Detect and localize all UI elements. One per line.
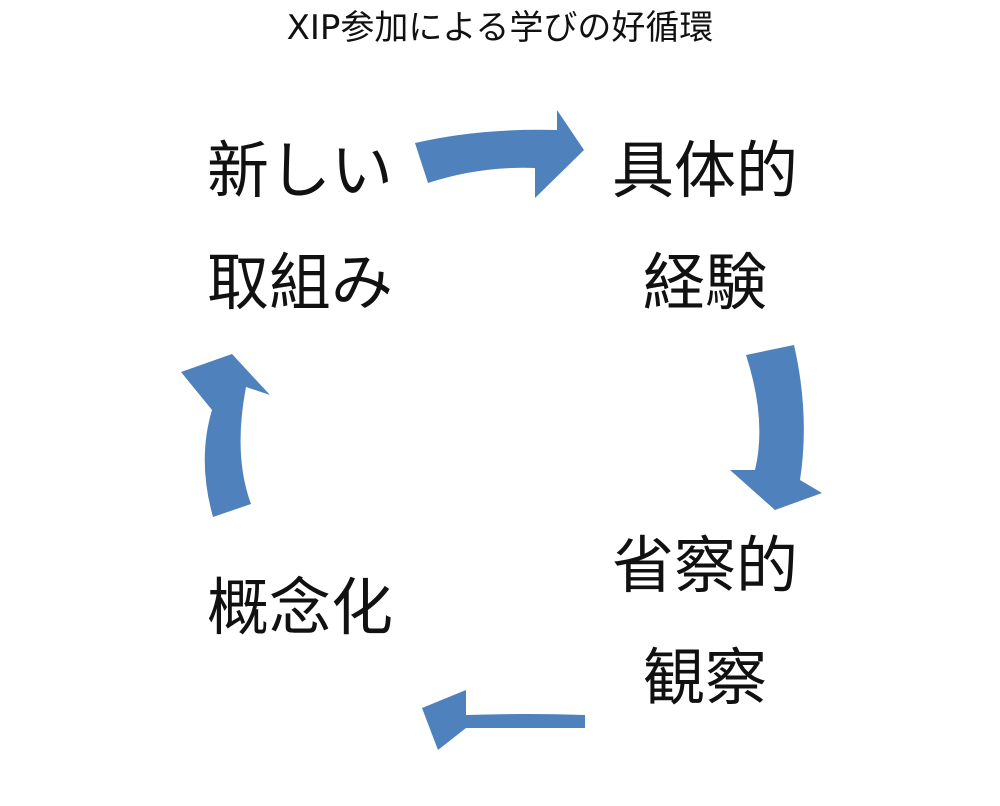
- diagram-title: XIP参加による学びの好循環: [286, 8, 714, 48]
- node-label-line: 具体的: [611, 134, 798, 207]
- curved-arrow-icon: [181, 354, 270, 517]
- curved-arrow-icon: [422, 690, 585, 750]
- node-reflective-observation: 省察的 観察: [590, 510, 820, 734]
- node-label-line: 省察的: [611, 529, 798, 602]
- node-new-initiative: 新しい 取組み: [185, 115, 415, 339]
- node-conceptualization: 概念化: [185, 552, 415, 664]
- node-label-line: 概念化: [206, 571, 393, 644]
- curved-arrow-icon: [730, 345, 822, 510]
- node-label-line: 取組み: [206, 246, 393, 319]
- node-label-line: 経験: [642, 246, 767, 319]
- node-concrete-experience: 具体的 経験: [590, 115, 820, 339]
- node-label-line: 観察: [642, 641, 767, 714]
- node-label-line: 新しい: [206, 134, 393, 207]
- curved-arrow-icon: [415, 110, 584, 198]
